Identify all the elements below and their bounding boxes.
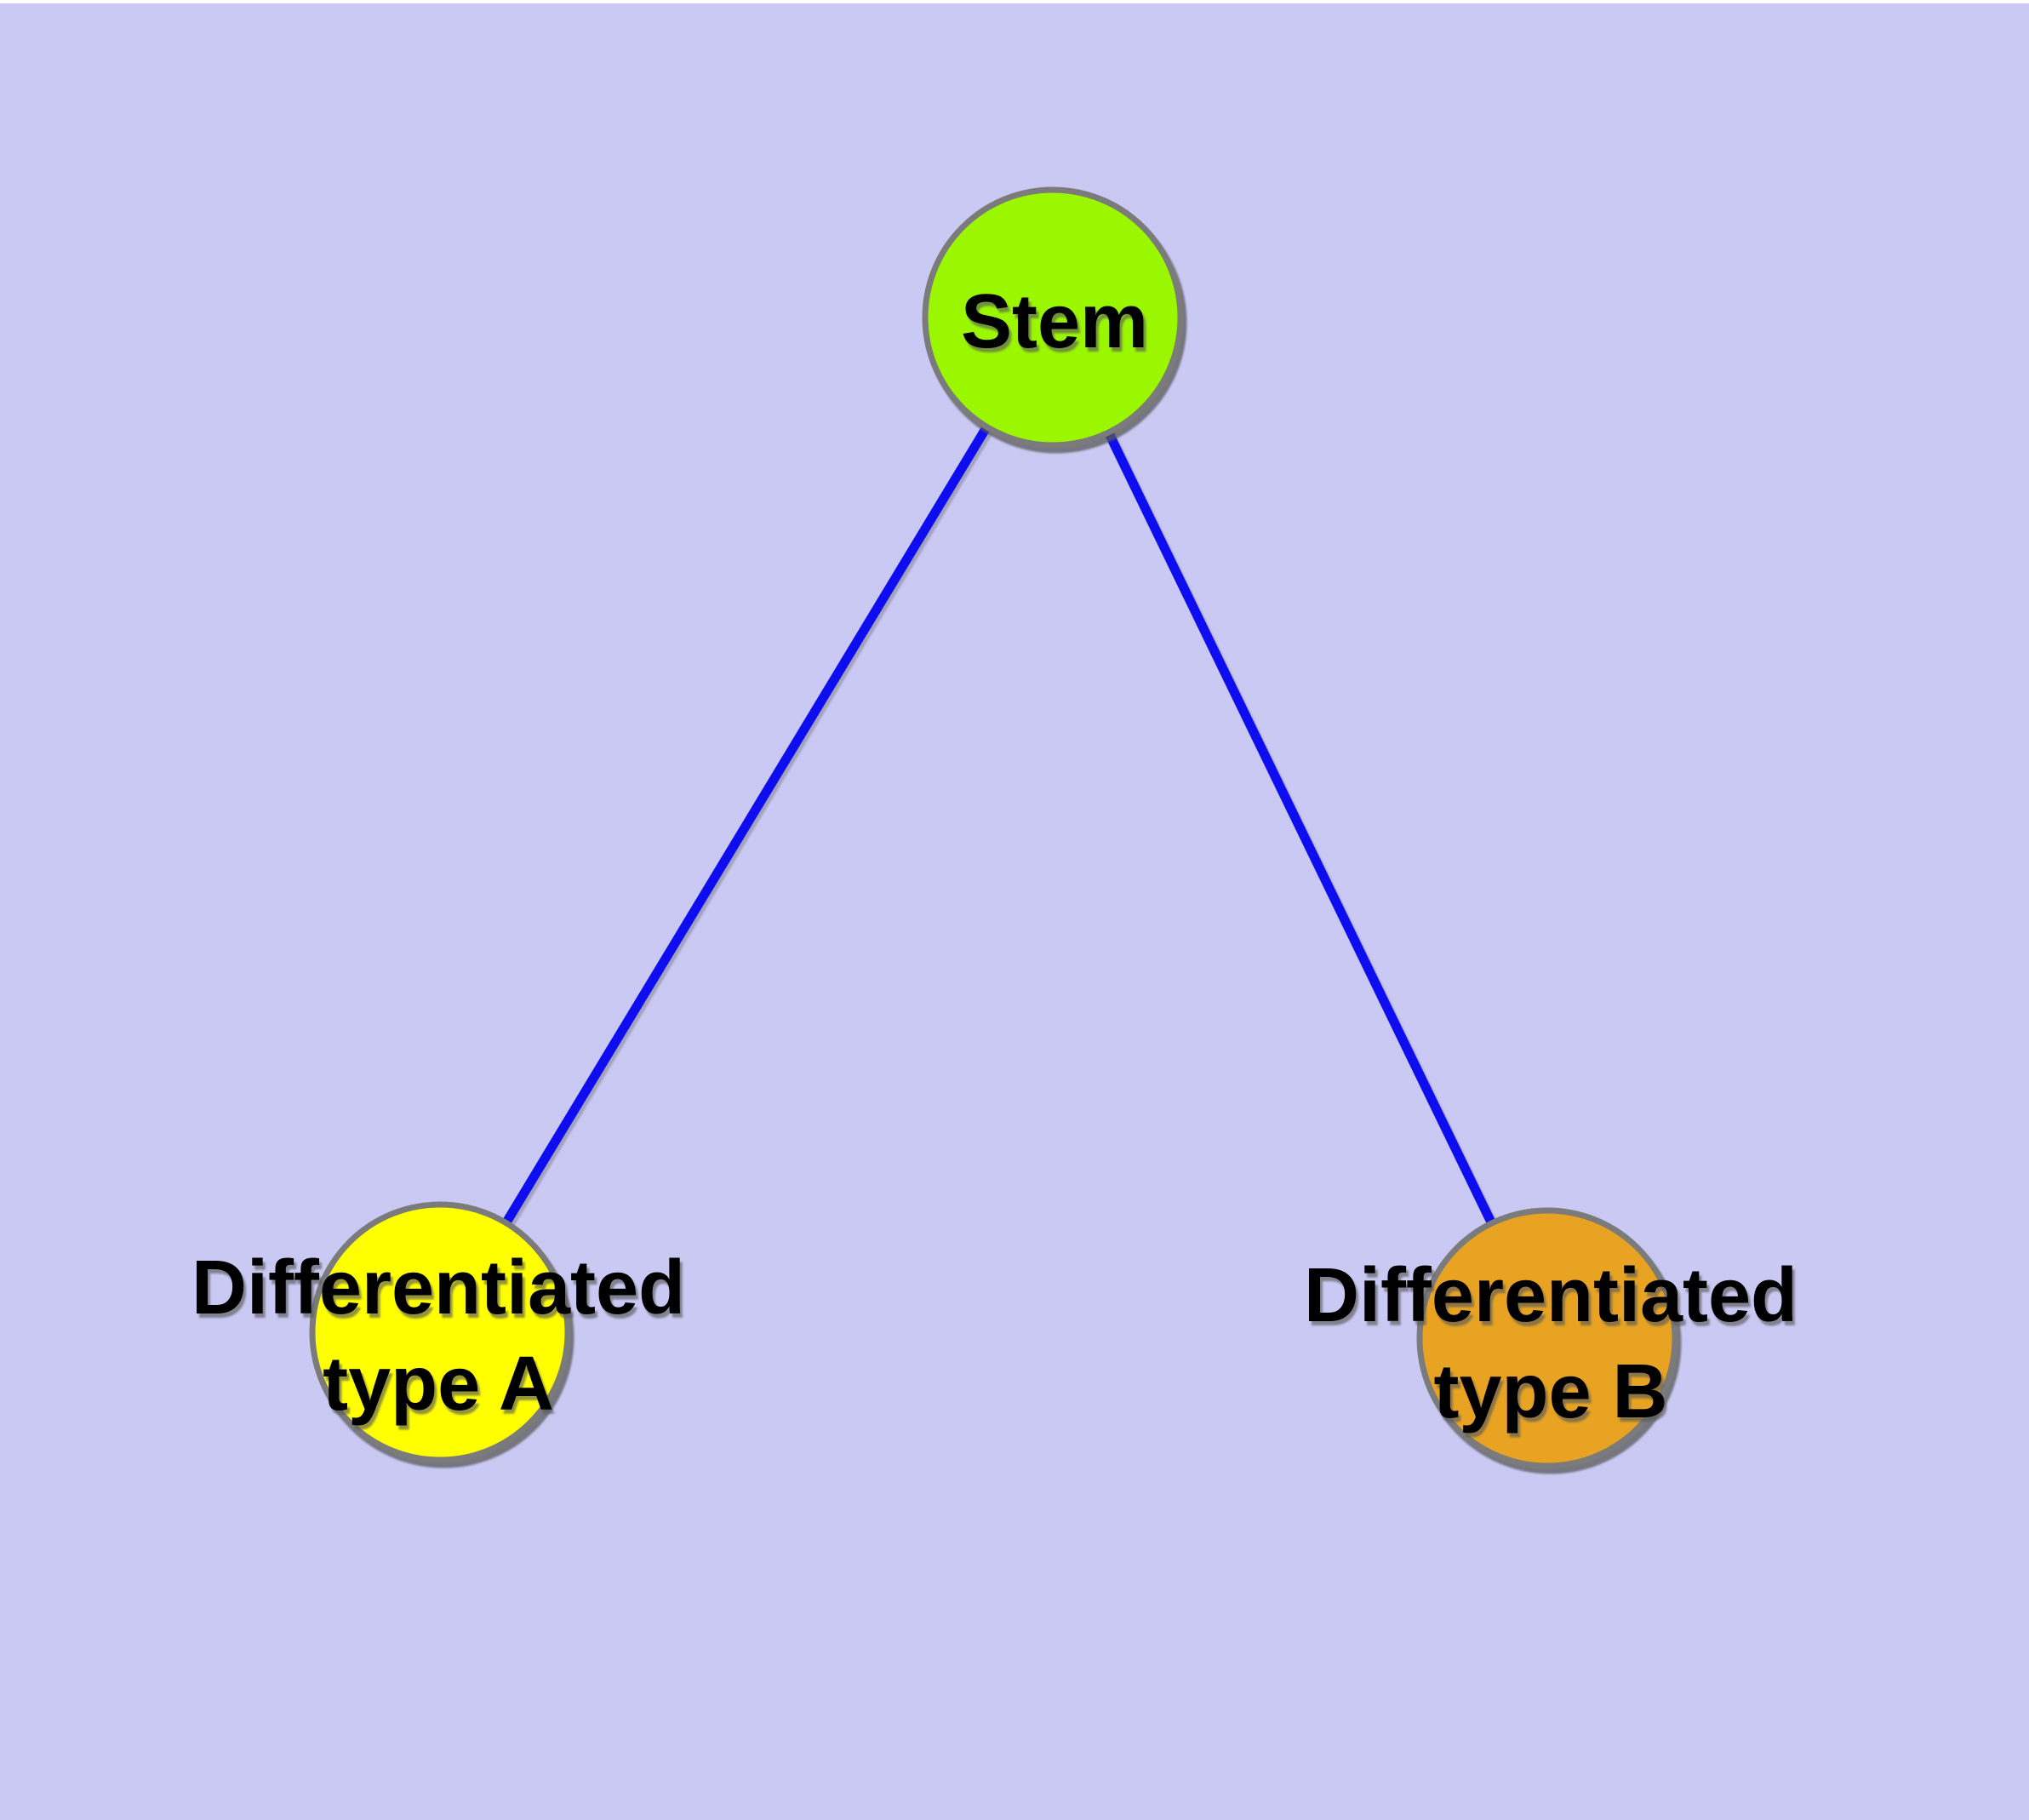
node-type-b-label-line1: Differentiated <box>1304 1253 1798 1338</box>
node-type-a-circle[interactable] <box>309 1201 571 1463</box>
node-type-a-label-line1: Differentiated <box>191 1245 685 1331</box>
node-differentiated-type-b[interactable]: Differentiated type B <box>1304 1207 1798 1469</box>
node-stem-circle[interactable] <box>922 186 1184 449</box>
node-stem[interactable]: Stem <box>922 186 1184 449</box>
node-type-b-label-line2: type B <box>1433 1349 1667 1434</box>
node-stem-label: Stem <box>961 279 1148 364</box>
node-differentiated-type-a[interactable]: Differentiated type A <box>191 1201 685 1463</box>
node-type-b-circle[interactable] <box>1416 1207 1678 1469</box>
edge-stem-to-type-b <box>1049 315 1552 1341</box>
edge-stem-to-type-a <box>436 315 1057 1335</box>
node-type-a-label-line2: type A <box>323 1342 554 1427</box>
